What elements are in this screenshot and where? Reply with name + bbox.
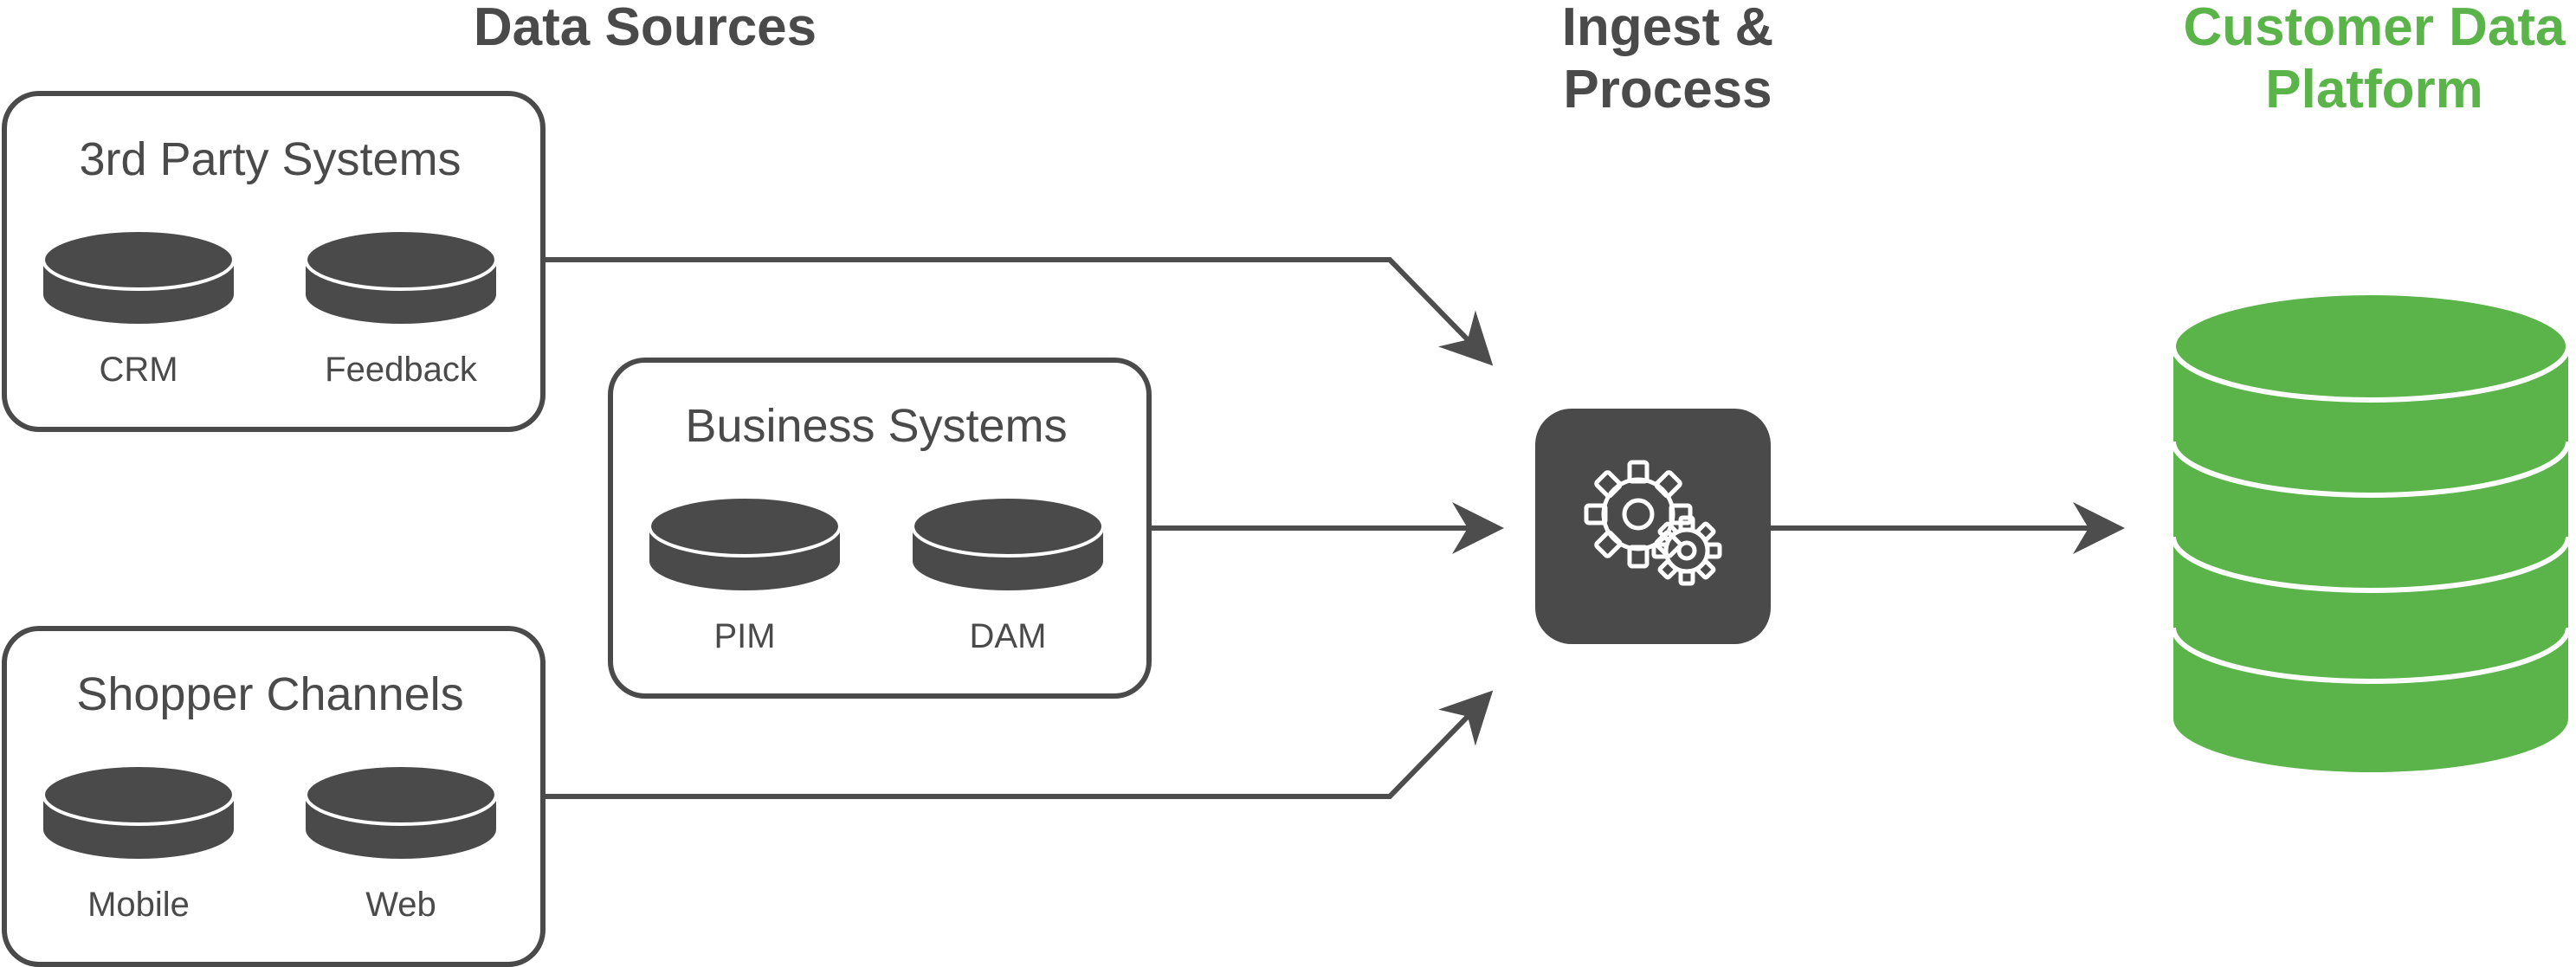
- group-box: [608, 358, 1152, 699]
- arrow-shopper-to-process: [546, 690, 1494, 799]
- group-title: Business Systems: [685, 400, 1067, 452]
- heading-cdp-line1: Customer Data: [2184, 0, 2566, 57]
- group-title: 3rd Party Systems: [79, 133, 461, 185]
- database-icon: [42, 229, 236, 324]
- group-shopper-channels: Shopper Channels Mobile Web: [2, 626, 546, 967]
- group-business-systems: Business Systems PIM DAM: [608, 358, 1152, 699]
- group-third-party-systems: 3rd Party Systems CRM Feedback: [2, 91, 546, 432]
- group-box: [2, 91, 546, 432]
- heading-ingest-line1: Ingest &: [1562, 0, 1774, 57]
- group-box: [2, 626, 546, 967]
- heading-ingest-line2: Process: [1563, 60, 1772, 119]
- cdp-database-icon: [2171, 290, 2571, 772]
- db-label-pim: PIM: [713, 617, 775, 655]
- db-label-web: Web: [365, 886, 436, 924]
- database-icon: [42, 764, 236, 859]
- process-node: [1535, 409, 1771, 644]
- db-label-dam: DAM: [970, 617, 1047, 655]
- group-title: Shopper Channels: [76, 668, 463, 720]
- heading-cdp-line2: Platform: [2265, 60, 2482, 119]
- heading-data-sources: Data Sources: [474, 0, 817, 57]
- database-icon: [304, 764, 498, 859]
- arrow-third-party-to-process: [546, 257, 1494, 366]
- database-icon: [648, 495, 842, 590]
- process-box: [1535, 409, 1771, 644]
- db-label-feedback: Feedback: [325, 351, 478, 389]
- database-icon: [911, 495, 1105, 590]
- gears-icon: [1584, 460, 1722, 586]
- database-icon: [304, 229, 498, 324]
- db-label-mobile: Mobile: [87, 886, 190, 924]
- db-label-crm: CRM: [99, 351, 178, 389]
